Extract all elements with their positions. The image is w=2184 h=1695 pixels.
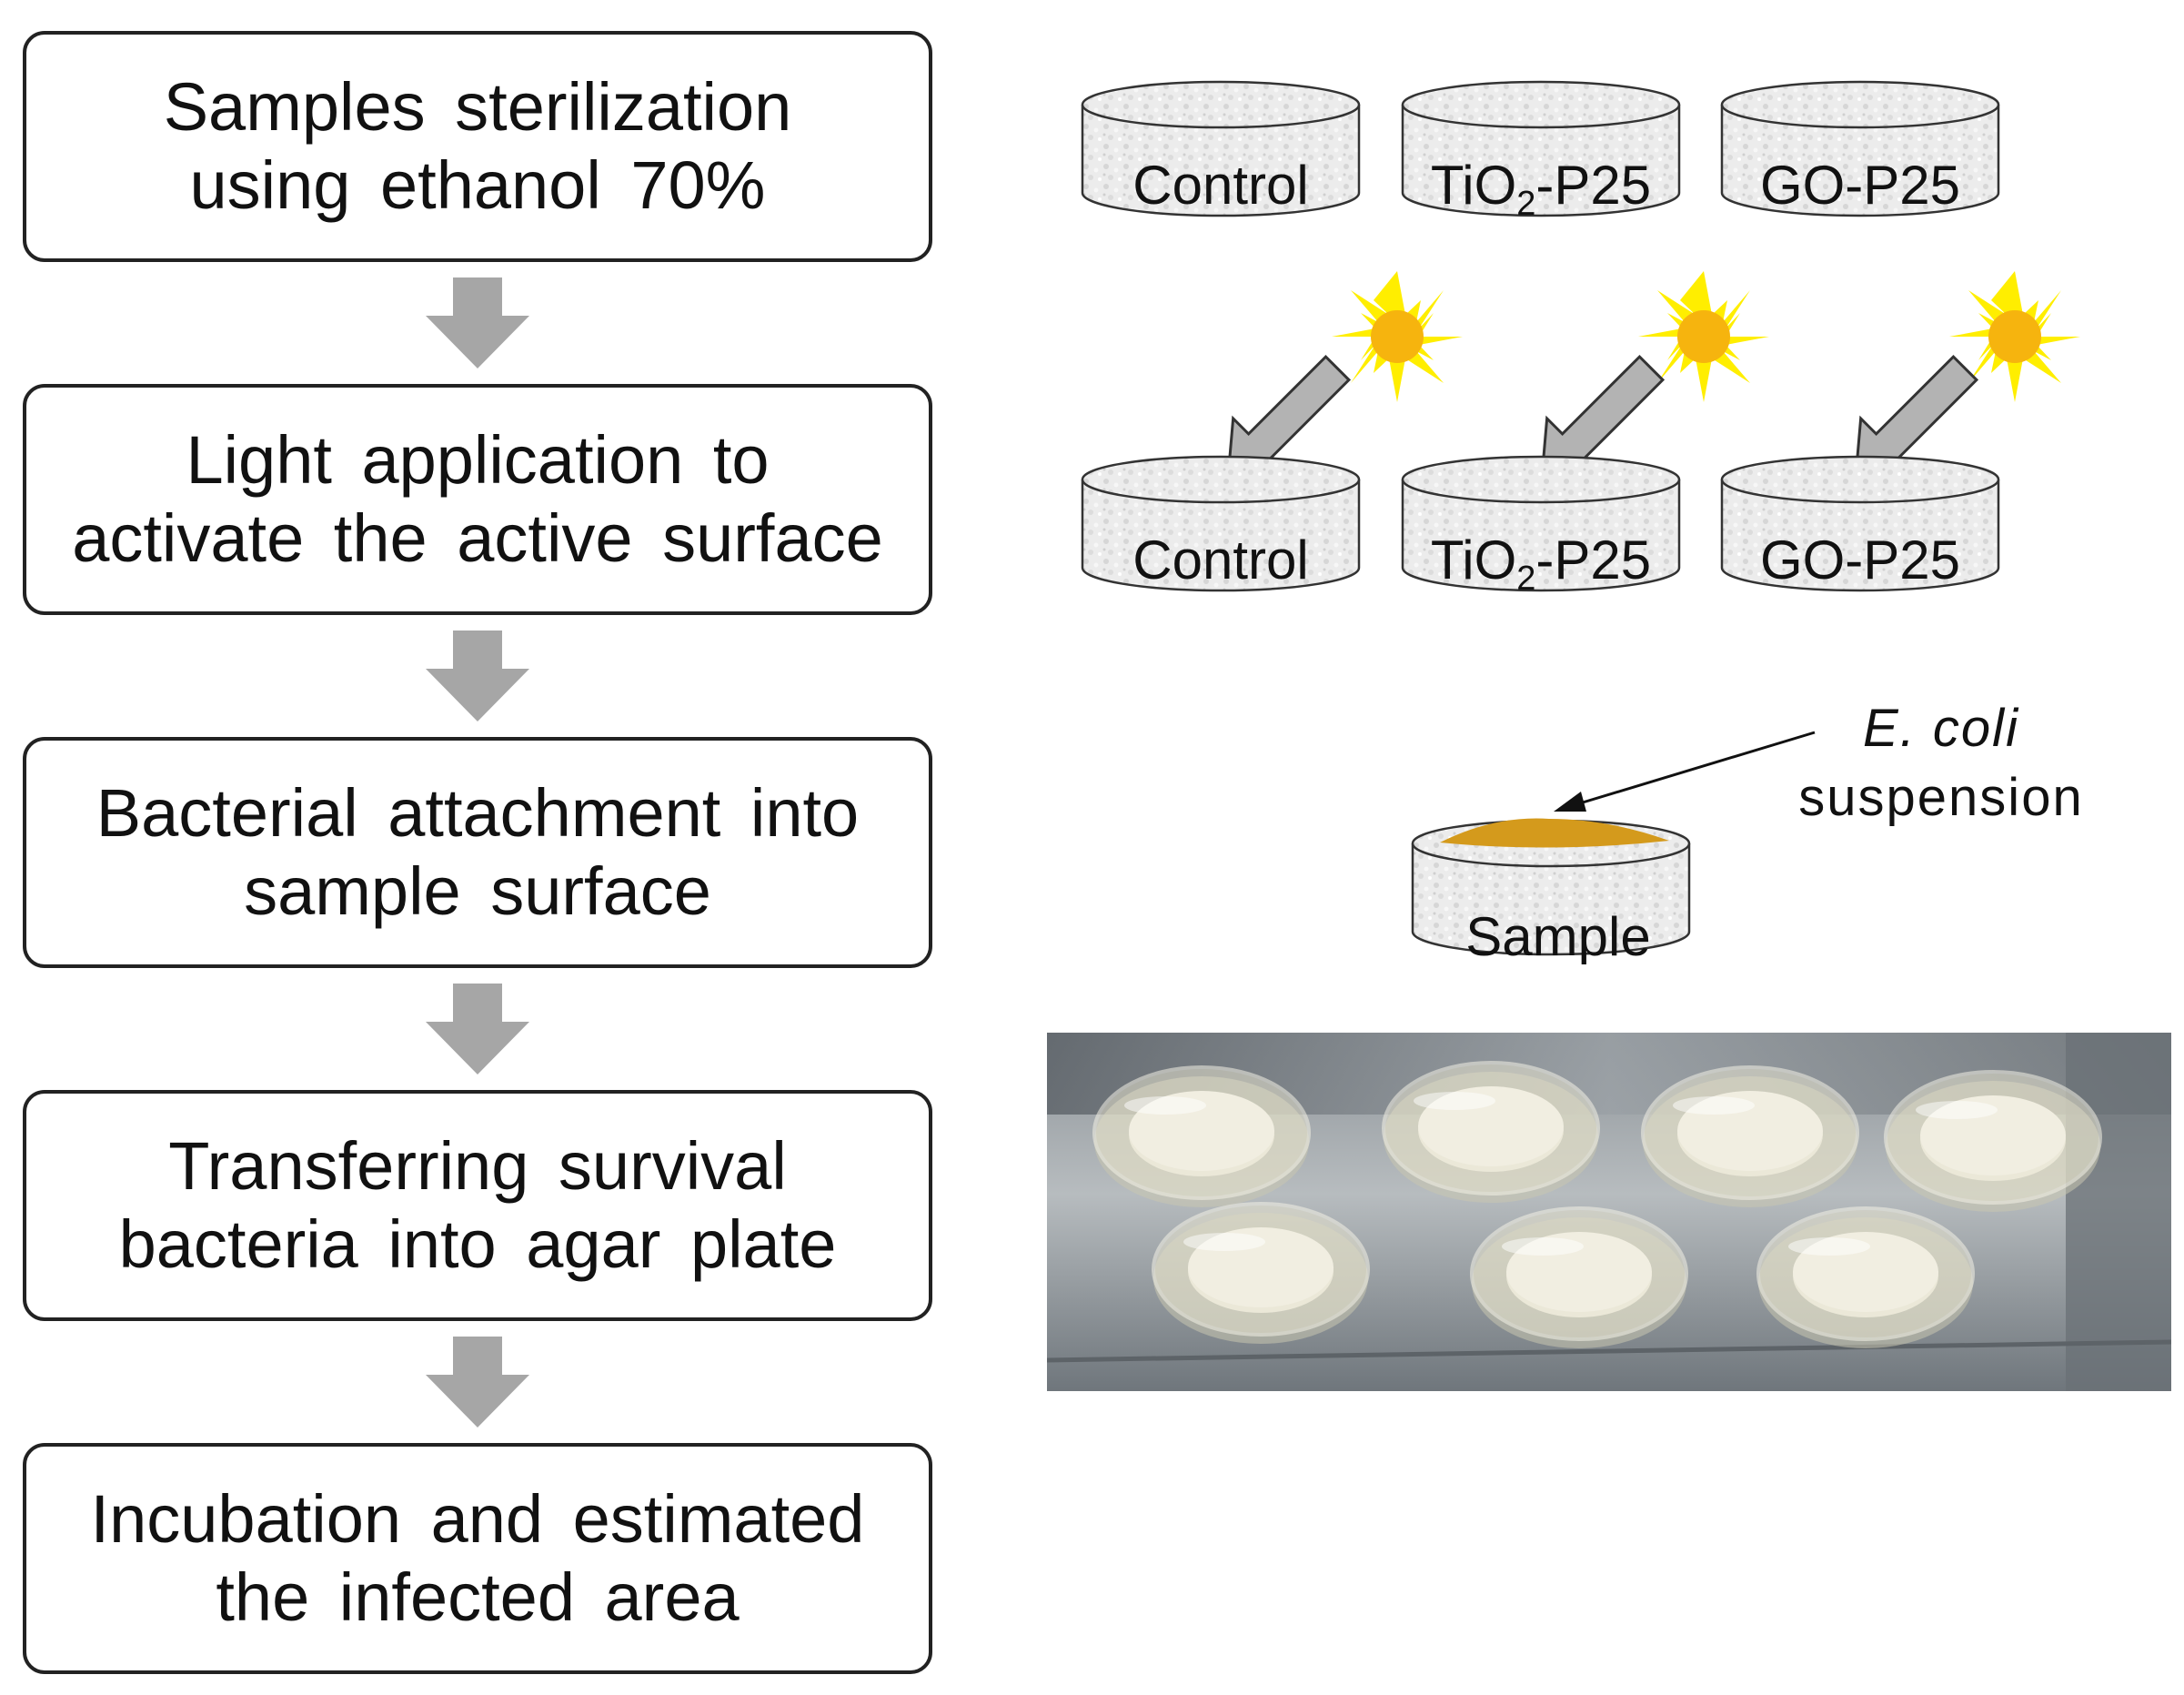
- dish-label: GO-P25: [1760, 155, 1960, 216]
- step-line-1: Samples sterilization: [163, 69, 792, 145]
- sample-dish-with-suspension: Sample: [1411, 818, 1691, 964]
- step-text: Samples sterilization using ethanol 70%: [136, 68, 820, 225]
- dish-label: Control: [1132, 155, 1308, 216]
- arrow-down-icon: [426, 1337, 529, 1428]
- petri-dish: [1382, 1061, 1600, 1205]
- step-text: Transferring survival bacteria into agar…: [92, 1127, 864, 1284]
- dish-label: Control: [1132, 530, 1308, 590]
- step-line-2: sample surface: [244, 853, 711, 929]
- ecoli-pointer: [1554, 731, 1816, 812]
- arrow-down-icon: [426, 984, 529, 1075]
- sample-dish-tio2-p25: TiO2-P25: [1401, 455, 1681, 598]
- sun-icon: [1332, 271, 1463, 402]
- petri-dishes-photo: [1047, 1033, 2171, 1391]
- sample-dish-go-p25: GO-P25: [1720, 80, 2000, 217]
- petri-dish: [1756, 1206, 1975, 1350]
- petri-dish: [1152, 1202, 1370, 1346]
- arrow-down-icon: [426, 631, 529, 721]
- ecoli-suspension-drop: [1440, 818, 1669, 848]
- step-sterilization: Samples sterilization using ethanol 70%: [23, 31, 932, 262]
- step-line-2: bacteria into agar plate: [118, 1206, 837, 1282]
- step-line-1: Transferring survival: [168, 1128, 787, 1204]
- petri-dish: [1092, 1065, 1311, 1209]
- dish-label: TiO2-P25: [1431, 155, 1651, 223]
- ecoli-label: E. coli: [1863, 699, 2019, 758]
- sample-dish-go-p25: GO-P25: [1720, 455, 2000, 592]
- suspension-label: suspension: [1798, 768, 2083, 827]
- sample-dish-control: Control: [1081, 80, 1361, 217]
- step-line-1: Incubation and estimated: [90, 1481, 865, 1557]
- step-line-1: Bacterial attachment into: [96, 775, 860, 851]
- step-line-2: using ethanol 70%: [189, 147, 766, 223]
- dish-label: Sample: [1465, 906, 1650, 964]
- step-text: Light application to activate the active…: [45, 421, 911, 578]
- dish-label: GO-P25: [1760, 530, 1960, 590]
- arrow-down-icon: [426, 277, 529, 368]
- step-line-2: the infected area: [216, 1559, 740, 1635]
- petri-dish: [1884, 1070, 2102, 1214]
- sample-dish-control: Control: [1081, 455, 1361, 592]
- step-text: Bacterial attachment into sample surface: [69, 774, 886, 931]
- petri-dish: [1470, 1206, 1688, 1350]
- step-light-application: Light application to activate the active…: [23, 384, 932, 615]
- step-transferring-bacteria: Transferring survival bacteria into agar…: [23, 1090, 932, 1321]
- step-incubation: Incubation and estimated the infected ar…: [23, 1443, 932, 1674]
- petri-dish: [1641, 1065, 1859, 1209]
- dish-label: TiO2-P25: [1431, 530, 1651, 598]
- sample-diagram: Control TiO2-P25 GO-P25 Control TiO2-P25…: [1081, 80, 2083, 964]
- step-text: Incubation and estimated the infected ar…: [64, 1480, 892, 1637]
- step-line-1: Light application to: [186, 422, 770, 498]
- sample-dish-tio2-p25: TiO2-P25: [1401, 80, 1681, 223]
- step-line-2: activate the active surface: [72, 500, 883, 576]
- step-bacterial-attachment: Bacterial attachment into sample surface: [23, 737, 932, 968]
